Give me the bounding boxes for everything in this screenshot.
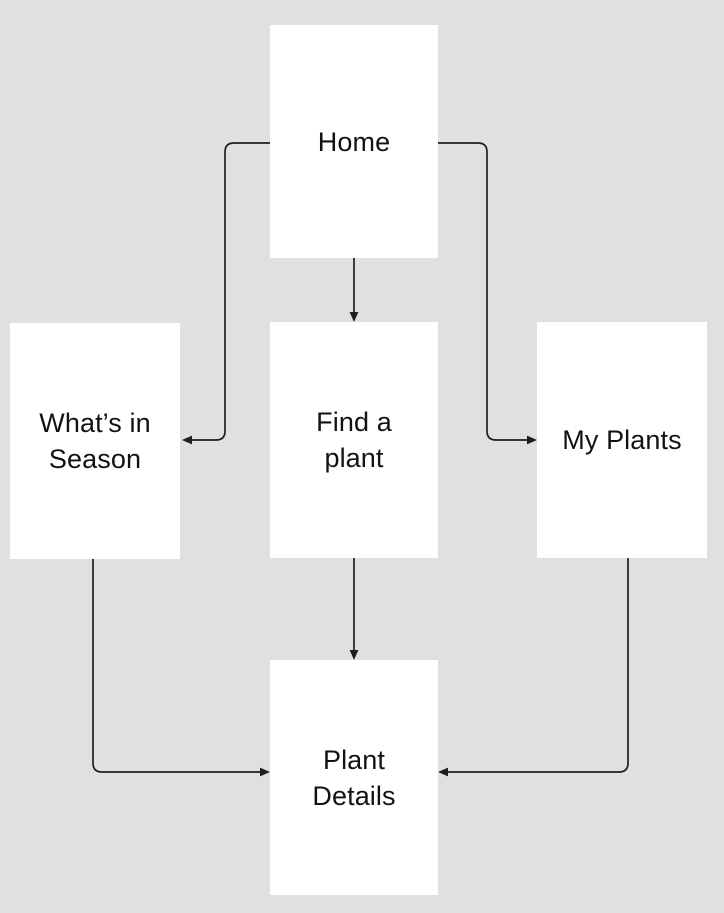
node-plant-details[interactable]: Plant Details <box>270 660 438 895</box>
edge-home-to-whats-in-season <box>182 142 270 445</box>
node-find-a-plant[interactable]: Find a plant <box>270 322 438 558</box>
edge-home-to-my-plants <box>438 142 537 445</box>
node-home[interactable]: Home <box>270 25 438 258</box>
edge-my-plants-to-plant-details <box>438 558 629 777</box>
edge-home-to-find-a-plant <box>349 258 359 322</box>
node-my-plants[interactable]: My Plants <box>537 322 707 558</box>
edge-find-a-plant-to-plant-details <box>349 558 359 660</box>
edge-whats-in-season-to-plant-details <box>92 559 270 777</box>
node-whats-in-season[interactable]: What’s in Season <box>10 323 180 559</box>
